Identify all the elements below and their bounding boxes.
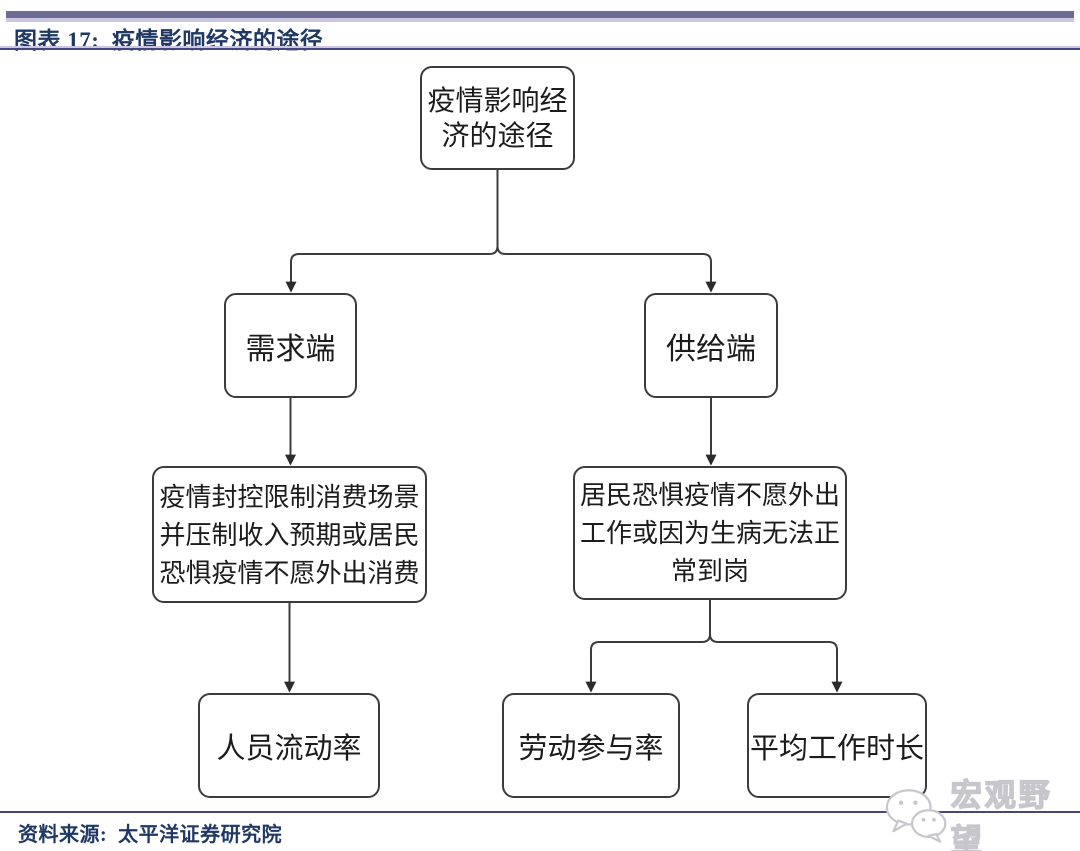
node-personnel-mobility: 人员流动率 — [198, 693, 380, 798]
watermark-text: 宏观野望 — [950, 777, 1053, 851]
node-demand-detail: 疫情封控限制消费场景并压制收入预期或居民恐惧疫情不愿外出消费 — [152, 466, 427, 603]
node-root: 疫情影响经济的途径 — [420, 66, 575, 170]
footer-divider — [0, 811, 1080, 813]
source-note: 资料来源: 太平洋证券研究院 — [18, 824, 283, 846]
wechat-icon — [885, 789, 947, 843]
edge-root-supply — [496, 245, 717, 293]
header-accent-bar-dark — [6, 11, 1074, 18]
title-divider-light — [0, 46, 1080, 48]
node-supply-detail: 居民恐惧疫情不愿外出工作或因为生病无法正常到岗 — [573, 466, 847, 600]
edge-detail-participation — [585, 633, 711, 693]
title-divider-dark — [0, 48, 1080, 50]
node-average-working-hours: 平均工作时长 — [747, 693, 927, 798]
node-labor-participation: 劳动参与率 — [502, 693, 680, 798]
edge-root-demand — [285, 245, 499, 293]
watermark: 宏观野望 — [884, 770, 1080, 851]
edge-detail-hours — [709, 633, 843, 693]
node-supply-side: 供给端 — [644, 293, 778, 398]
node-demand-side: 需求端 — [224, 293, 357, 398]
header-accent-bar-light — [6, 18, 1074, 22]
